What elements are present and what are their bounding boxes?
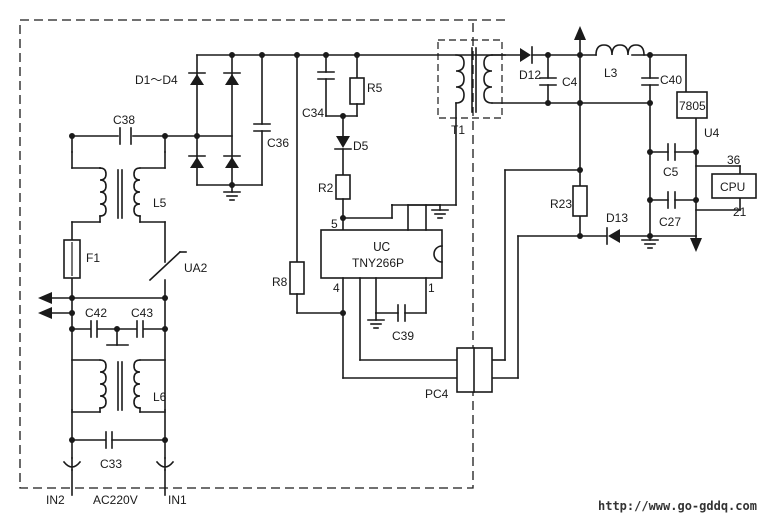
label-c43: C43 <box>131 306 153 320</box>
label-c40: C40 <box>660 73 682 87</box>
label-in2: IN2 <box>46 493 65 507</box>
label-ac220v: AC220V <box>93 493 138 507</box>
c36-capacitor <box>253 54 271 186</box>
output-arrow-lower <box>38 307 52 319</box>
label-l6: L6 <box>153 390 167 404</box>
ua2-component <box>148 250 187 282</box>
l5-choke <box>99 167 141 223</box>
c42-capacitor <box>90 320 98 338</box>
bridge-rectifier <box>164 54 506 299</box>
label-c5: C5 <box>663 165 679 179</box>
secondary-wiring <box>491 37 741 379</box>
label-d13: D13 <box>606 211 628 225</box>
r8-resistor <box>289 54 344 314</box>
label-r5: R5 <box>367 81 383 95</box>
label-c38: C38 <box>113 113 135 127</box>
label-7805: 7805 <box>679 99 706 113</box>
label-pin21: 21 <box>733 205 747 219</box>
t1-transformer <box>391 39 549 206</box>
in2-terminal <box>62 457 82 496</box>
label-c34: C34 <box>302 106 324 120</box>
regulator-7805-box <box>676 91 708 119</box>
label-cpu: CPU <box>720 180 745 194</box>
label-pin4: 4 <box>333 281 340 295</box>
label-d12: D12 <box>519 68 541 82</box>
tny266p-ic <box>320 204 458 379</box>
input-filter-wiring <box>49 135 198 459</box>
source-url: http://www.go-gddq.com <box>598 499 757 513</box>
label-d1-d4: D1～D4 <box>135 73 178 87</box>
cpu-box <box>711 173 757 199</box>
label-r23: R23 <box>550 197 572 211</box>
c33-capacitor <box>105 431 113 449</box>
label-pin36: 36 <box>727 153 741 167</box>
up-arrow <box>574 26 586 40</box>
label-ic-logo: ꓴᏟ <box>373 240 390 254</box>
label-tny266p: TNY266P <box>352 256 404 270</box>
label-t1: T1 <box>451 123 465 137</box>
down-arrow <box>690 238 702 252</box>
in1-terminal <box>155 457 175 496</box>
label-pin1: 1 <box>428 281 435 295</box>
label-in1: IN1 <box>168 493 187 507</box>
label-r2: R2 <box>318 181 334 195</box>
pc4-optocoupler <box>456 347 493 393</box>
label-pc4: PC4 <box>425 387 449 401</box>
label-l3: L3 <box>604 66 618 80</box>
label-c27: C27 <box>659 215 681 229</box>
label-c39: C39 <box>392 329 414 343</box>
label-c33: C33 <box>100 457 122 471</box>
label-c42: C42 <box>85 306 107 320</box>
l6-choke <box>99 359 141 413</box>
label-c4: C4 <box>562 75 578 89</box>
junction-dots <box>69 52 699 443</box>
c38-capacitor <box>119 127 132 145</box>
label-u4: U4 <box>704 126 720 140</box>
c43-capacitor <box>136 320 144 338</box>
label-r8: R8 <box>272 275 288 289</box>
label-ua2: UA2 <box>184 261 208 275</box>
output-arrow-upper <box>38 292 52 304</box>
label-d5: D5 <box>353 139 369 153</box>
label-c36: C36 <box>267 136 289 150</box>
label-pin5: 5 <box>331 217 338 231</box>
label-l5: L5 <box>153 196 167 210</box>
label-f1: F1 <box>86 251 100 265</box>
dashed-enclosure <box>19 19 505 489</box>
